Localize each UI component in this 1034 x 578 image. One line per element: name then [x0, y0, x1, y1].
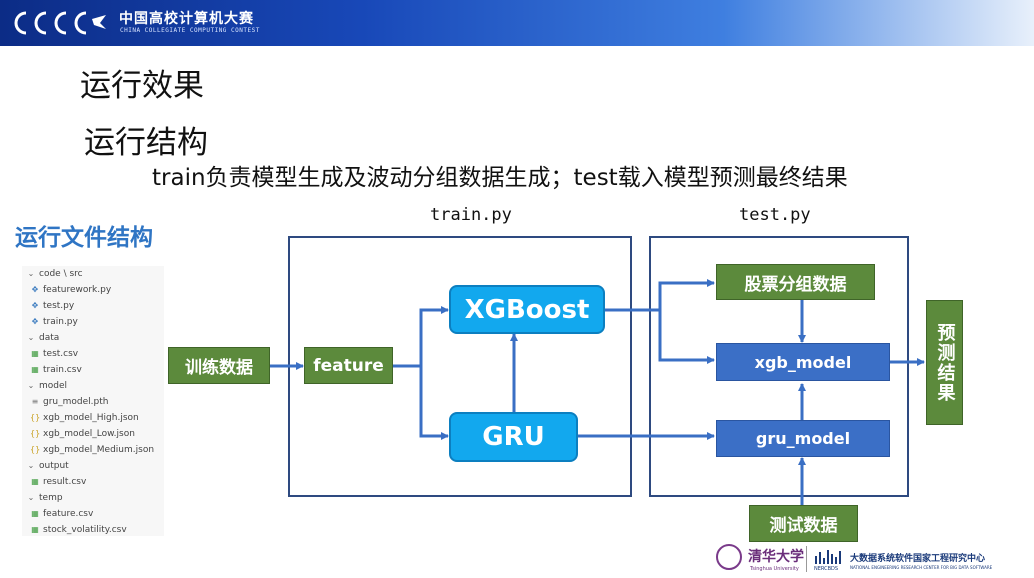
center-name-en: NATIONAL ENGINEERING RESEARCH CENTER FOR… — [850, 565, 993, 570]
test-frame — [649, 236, 909, 497]
chevron-down-icon: ⌄ — [27, 333, 35, 342]
stock-group-node: 股票分组数据 — [716, 264, 875, 300]
python-file-icon: ✥ — [31, 285, 39, 294]
file-tree: ⌄code \ src ✥featurework.py ✥test.py ✥tr… — [22, 266, 164, 536]
contest-name-en: CHINA COLLEGIATE COMPUTING CONTEST — [120, 27, 260, 34]
tree-item[interactable]: ▦stock_volatility.csv — [31, 525, 127, 535]
chevron-down-icon: ⌄ — [27, 493, 35, 502]
chevron-down-icon: ⌄ — [27, 381, 35, 390]
tree-item[interactable]: {}xgb_model_High.json — [30, 413, 139, 423]
csv-file-icon: ▦ — [31, 509, 39, 518]
description: train负责模型生成及波动分组数据生成；test载入模型预测最终结果 — [152, 165, 848, 191]
json-file-icon: {} — [30, 429, 41, 438]
feature-node: feature — [304, 347, 393, 384]
tree-item[interactable]: ⌄temp — [27, 493, 63, 503]
tree-item[interactable]: ▦test.csv — [31, 349, 79, 359]
file-icon: ≡ — [31, 397, 39, 406]
bigdata-center-logo-icon — [815, 550, 841, 564]
tree-item[interactable]: ▦train.csv — [31, 365, 82, 375]
tree-item[interactable]: ⌄data — [27, 333, 60, 343]
gru-model-node: gru_model — [716, 420, 890, 457]
cccc-logo-icon — [14, 11, 106, 35]
test-data-node: 测试数据 — [749, 505, 858, 542]
tsinghua-name-cn: 清华大学 — [748, 549, 804, 565]
csv-file-icon: ▦ — [31, 365, 39, 374]
test-py-label: test.py — [739, 205, 811, 225]
chevron-down-icon: ⌄ — [27, 461, 35, 470]
footer-divider — [806, 546, 807, 572]
json-file-icon: {} — [30, 445, 41, 454]
page-subtitle: 运行结构 — [84, 125, 208, 161]
tree-item[interactable]: ▦result.csv — [31, 477, 87, 487]
csv-file-icon: ▦ — [31, 477, 39, 486]
tree-item[interactable]: ✥test.py — [31, 301, 75, 311]
json-file-icon: {} — [30, 413, 41, 422]
bigdata-abbr: NERCBDS — [814, 566, 839, 572]
header-banner: 中国高校计算机大赛 CHINA COLLEGIATE COMPUTING CON… — [0, 0, 1034, 46]
prediction-result-node: 预测结果 — [926, 300, 963, 425]
tree-item[interactable]: {}xgb_model_Low.json — [30, 429, 135, 439]
tree-item[interactable]: ✥train.py — [31, 317, 78, 327]
xgb-model-node: xgb_model — [716, 343, 890, 381]
csv-file-icon: ▦ — [31, 525, 39, 534]
tree-item[interactable]: {}xgb_model_Medium.json — [30, 445, 155, 455]
page-title: 运行效果 — [80, 68, 204, 104]
gru-node: GRU — [449, 412, 578, 462]
section-title: 运行文件结构 — [15, 225, 153, 251]
tree-item[interactable]: ▦feature.csv — [31, 509, 94, 519]
tree-item[interactable]: ⌄output — [27, 461, 69, 471]
training-data-node: 训练数据 — [168, 347, 270, 384]
train-py-label: train.py — [430, 205, 512, 225]
contest-name-cn: 中国高校计算机大赛 — [119, 11, 254, 27]
tree-item[interactable]: ⌄code \ src — [27, 269, 83, 279]
xgboost-node: XGBoost — [449, 285, 605, 334]
csv-file-icon: ▦ — [31, 349, 39, 358]
tsinghua-name-en: Tsinghua University — [750, 566, 799, 572]
tree-item[interactable]: ⌄model — [27, 381, 68, 391]
tree-item[interactable]: ≡gru_model.pth — [31, 397, 109, 407]
tree-item[interactable]: ✥featurework.py — [31, 285, 112, 295]
tsinghua-seal-icon — [716, 544, 742, 570]
python-file-icon: ✥ — [31, 317, 39, 326]
center-name-cn: 大数据系统软件国家工程研究中心 — [850, 554, 986, 564]
chevron-down-icon: ⌄ — [27, 269, 35, 278]
python-file-icon: ✥ — [31, 301, 39, 310]
